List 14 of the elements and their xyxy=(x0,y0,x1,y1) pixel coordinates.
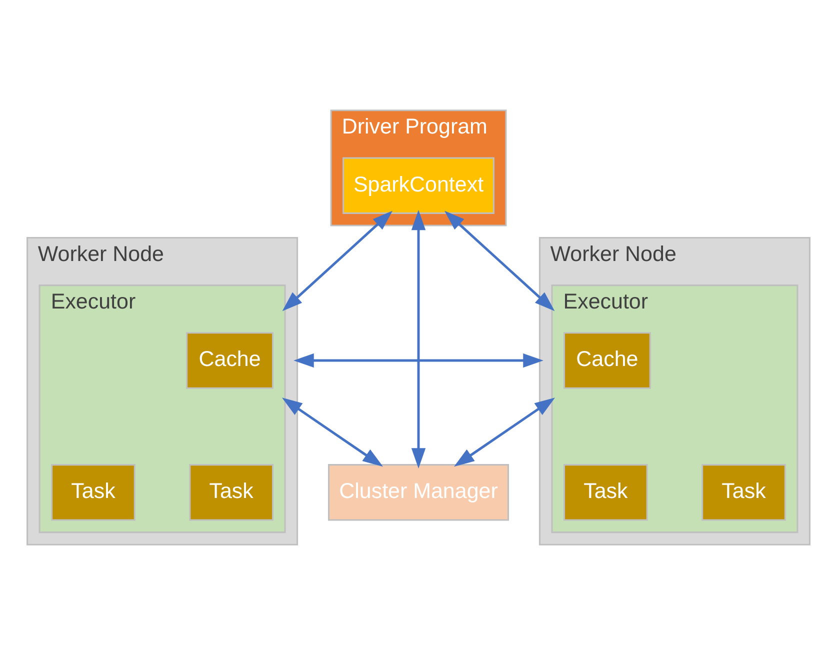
arrow xyxy=(294,353,544,368)
node-box: Task xyxy=(563,464,648,521)
node-box: Cache xyxy=(563,332,651,389)
node-box: Cache xyxy=(186,332,274,389)
node-box: Task xyxy=(189,464,274,521)
node-box: Task xyxy=(51,464,136,521)
node-box: Cluster Manager xyxy=(328,464,510,521)
arrow xyxy=(411,210,426,468)
arrow xyxy=(444,210,555,312)
node-box: SparkContext xyxy=(342,157,494,214)
arrow xyxy=(454,398,556,467)
arrow xyxy=(282,398,383,467)
arrow xyxy=(282,210,393,312)
node-box: Task xyxy=(702,464,786,521)
